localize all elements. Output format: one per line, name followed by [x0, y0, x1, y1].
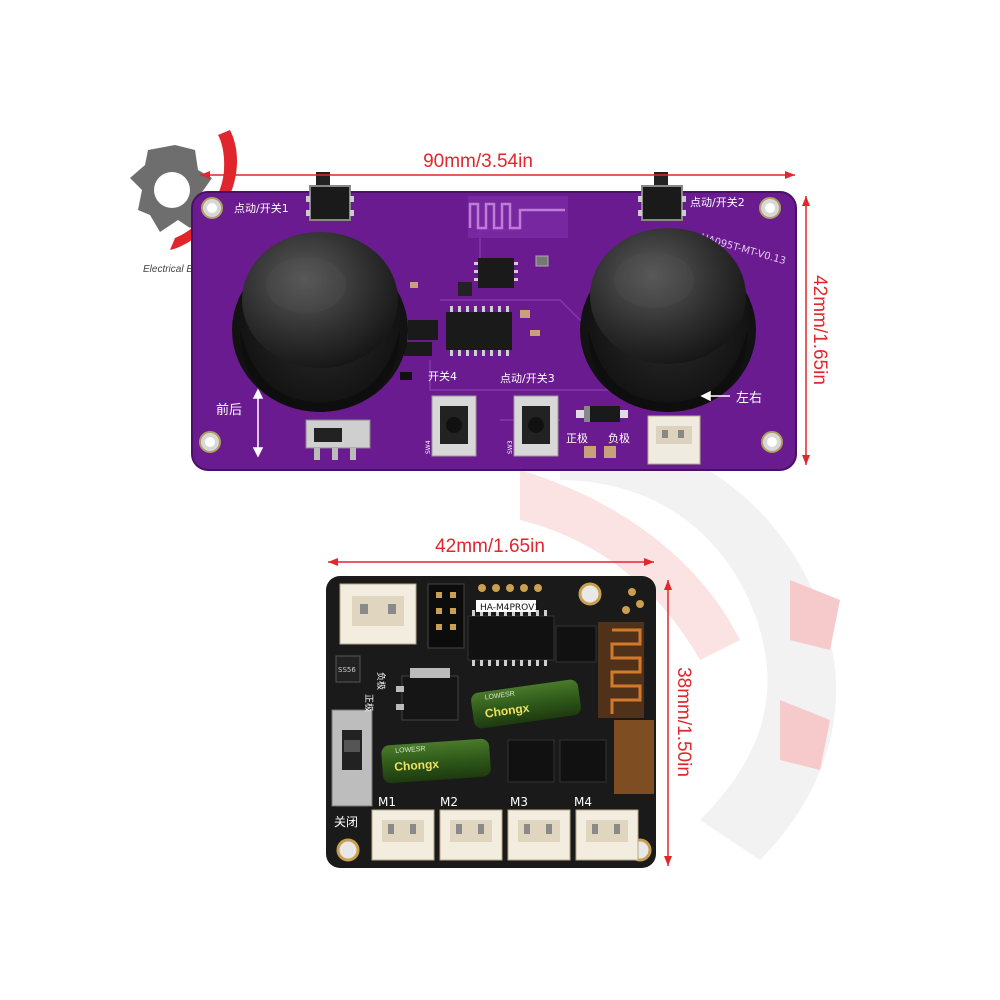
silk-positive: 正极: [566, 431, 588, 445]
silk-sw4: SW4: [425, 440, 432, 454]
silk-off: 关闭: [334, 815, 358, 829]
silk-m1: M1: [378, 795, 396, 809]
silk-m4: M4: [574, 795, 592, 809]
controller-ics: [400, 255, 549, 380]
motor-connector-m1: [371, 809, 435, 861]
motor-connector-m2: [439, 809, 503, 861]
receiver-hole: [336, 838, 360, 862]
receiver-power-switch: [331, 709, 373, 807]
bottom-button-sw4: [431, 395, 477, 457]
controller-height-dimension: 42mm/1.65in: [802, 196, 830, 465]
silk-receiver-negative: 负极: [375, 672, 387, 690]
watermark-gear-teeth: [780, 580, 840, 770]
battery-pad-negative: [604, 446, 616, 458]
dim-controller-height: 42mm/1.65in: [809, 275, 830, 385]
dim-receiver-height: 38mm/1.50in: [673, 667, 694, 777]
receiver-board: SS56 HA-M4PROV1 Chongx LOWESR Chongx LOW…: [326, 576, 656, 868]
silk-left-right: 左右: [736, 391, 762, 406]
cap-text-2: LOWESR: [395, 746, 426, 755]
silk-switch2: 点动/开关2: [690, 195, 745, 209]
receiver-ics: SS56 HA-M4PROV1: [335, 600, 607, 783]
silk-receiver-positive: 正极: [363, 694, 375, 712]
cap-brand-2: Chongx: [394, 757, 440, 774]
left-joystick: [232, 232, 408, 412]
silk-m2: M2: [440, 795, 458, 809]
watermark-swoosh-red: [520, 470, 740, 660]
cap-text-1: LOWESR: [484, 690, 515, 701]
receiver-width-dimension: 42mm/1.65in: [328, 536, 654, 566]
silk-switch4: 开关4: [428, 369, 457, 383]
pin-headers: [427, 583, 465, 649]
silk-negative: 负极: [608, 431, 630, 445]
silk-m3: M3: [510, 795, 528, 809]
cap-brand-1: Chongx: [484, 701, 530, 721]
capacitor-2: Chongx LOWESR: [381, 738, 491, 784]
silk-sw3: SW3: [507, 440, 514, 454]
forward-back-arrow: [252, 388, 264, 458]
capacitor-1: Chongx LOWESR: [471, 679, 581, 729]
chip-ss56: SS56: [338, 666, 356, 674]
mounting-holes: [199, 197, 783, 453]
silk-forward-back: 前后: [216, 402, 242, 418]
receiver-antenna: [598, 622, 654, 794]
battery-pad-positive: [584, 446, 596, 458]
right-joystick: [580, 228, 756, 412]
bottom-button-sw3: [513, 395, 559, 457]
receiver-pads: [478, 584, 644, 614]
silk-switch1: 点动/开关1: [234, 201, 289, 215]
top-left-button: [306, 172, 354, 221]
receiver-model-text: HA-M4PROV1: [480, 603, 540, 613]
silk-switch3: 点动/开关3: [500, 371, 555, 385]
controller-width-dimension: 90mm/3.54in: [200, 151, 795, 179]
controller-board: HA095T-MT-V0.13: [191, 172, 797, 471]
watermark-swoosh-gray: [560, 430, 837, 860]
pcb-antenna: [468, 196, 568, 238]
power-slide-switch: [305, 419, 371, 460]
diode: [576, 406, 628, 422]
receiver-height-dimension: 38mm/1.50in: [664, 580, 694, 866]
motor-connector-m3: [507, 809, 571, 861]
motor-connector-m4: [575, 809, 639, 861]
receiver-hole: [578, 582, 602, 606]
dim-controller-width: 90mm/3.54in: [423, 151, 533, 172]
battery-connector: [647, 415, 701, 465]
top-right-button: [638, 172, 686, 221]
dim-receiver-width: 42mm/1.65in: [435, 536, 545, 557]
receiver-battery-connector: [339, 583, 417, 645]
left-right-arrow: [700, 390, 730, 402]
